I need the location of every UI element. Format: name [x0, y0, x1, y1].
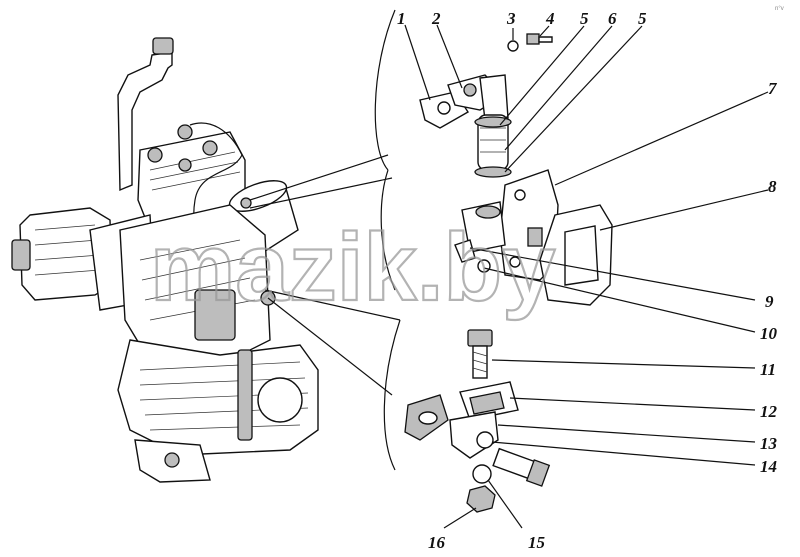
washer-icon: [472, 464, 492, 484]
callout-label: 14: [760, 457, 777, 476]
callout-label: 10: [760, 324, 778, 343]
bolt-icon: [467, 329, 493, 379]
callout-labels: 1 2 3 4 5 6 5 7 8 9 10 11 12 13 14 15 16: [397, 9, 778, 552]
callout-label: 5: [580, 9, 589, 28]
callout-label: 6: [608, 9, 617, 28]
callout-label: 11: [760, 360, 776, 379]
callout-label: 3: [506, 9, 516, 28]
callout-label: 1: [397, 9, 406, 28]
nut-icon: [466, 485, 496, 513]
bolt-icon: [492, 447, 551, 487]
callout-label: 9: [765, 292, 774, 311]
corner-mark: n°v: [775, 6, 784, 12]
leader-lines: [404, 24, 769, 529]
callout-label: 15: [528, 533, 546, 552]
callout-label: 16: [428, 533, 446, 552]
fuel-pump-assembly-drawing: [11, 37, 319, 483]
callout-label: 2: [431, 9, 441, 28]
washer-icon: [507, 40, 519, 52]
bolt-icon: [526, 33, 553, 45]
bracket-part-icon: [404, 381, 519, 459]
callout-label: 7: [768, 79, 778, 98]
washer-icon: [476, 431, 494, 449]
watermark-text: mazik.by: [150, 214, 556, 321]
detail-magnifier-arc: [374, 9, 401, 471]
bracket-part-icon: [447, 74, 509, 121]
callout-label: 4: [545, 9, 555, 28]
callout-label: 5: [638, 9, 647, 28]
hose-clamp-icon: [474, 114, 512, 178]
callout-label: 8: [768, 177, 777, 196]
callout-label: 12: [760, 402, 778, 421]
callout-label: 13: [760, 434, 778, 453]
